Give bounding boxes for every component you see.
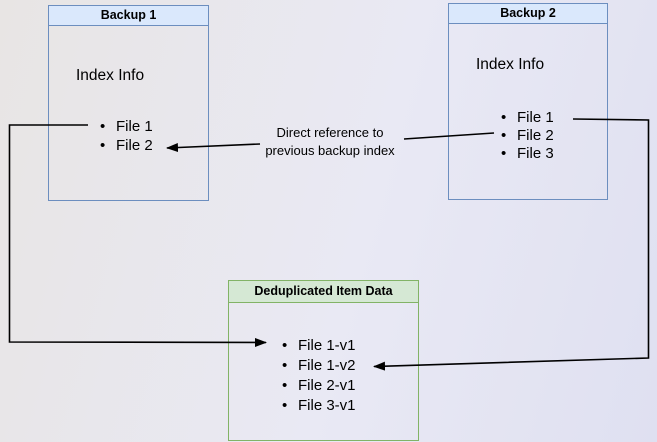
list-item: File 1-v1 — [229, 336, 418, 356]
dedup-file-list: File 1-v1 File 1-v2 File 2-v1 File 3-v1 — [229, 336, 418, 416]
list-item: File 1-v2 — [229, 356, 418, 376]
list-item: File 3-v1 — [229, 396, 418, 416]
list-item: File 2 — [49, 136, 208, 155]
backup2-box: Backup 2 Index Info File 1 File 2 File 3 — [448, 3, 608, 200]
backup2-index-info-label: Index Info — [476, 56, 545, 73]
backup1-title: Backup 1 — [49, 6, 208, 26]
list-item: File 1 — [449, 109, 607, 127]
direct-reference-edge-label: Direct reference to previous backup inde… — [240, 124, 420, 160]
backup1-box: Backup 1 Index Info File 1 File 2 — [48, 5, 209, 201]
backup1-file-list: File 1 File 2 — [49, 117, 208, 155]
edge-label-line1: Direct reference to — [276, 125, 384, 140]
list-item: File 2 — [449, 127, 607, 145]
deduplicated-item-data-box: Deduplicated Item Data File 1-v1 File 1-… — [228, 280, 419, 441]
backup1-index-info-label: Index Info — [76, 67, 145, 84]
list-item: File 2-v1 — [229, 376, 418, 396]
backup2-title: Backup 2 — [449, 4, 607, 24]
backup2-file-list: File 1 File 2 File 3 — [449, 109, 607, 163]
list-item: File 3 — [449, 145, 607, 163]
dedup-title: Deduplicated Item Data — [229, 281, 418, 303]
list-item: File 1 — [49, 117, 208, 136]
edge-label-line2: previous backup index — [265, 143, 395, 158]
